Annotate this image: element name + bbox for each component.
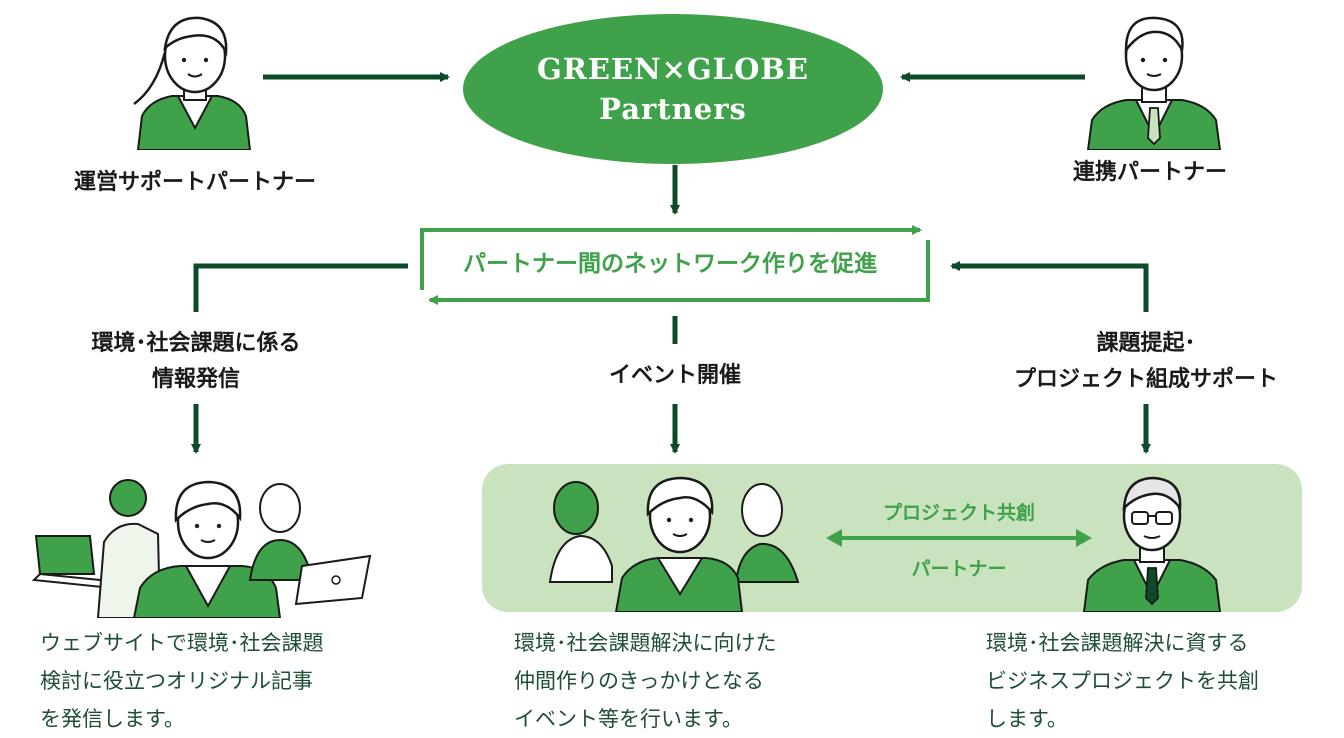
branch-left-line1: 環境･社会課題に係る: [91, 331, 301, 356]
desc-left: ウェブサイトで環境･社会課題 検討に役立つオリジナル記事 を発信します。: [40, 624, 380, 738]
arrow-right-to-network: [950, 261, 1149, 312]
desc-center-line1: 環境･社会課題解決に向けた: [514, 631, 777, 655]
branch-center-label: イベント開催: [608, 363, 741, 388]
desc-right-line3: します。: [986, 707, 1068, 731]
hub-ellipse: GREEN×GLOBE Partners: [463, 14, 883, 164]
hub-title-line2: Partners: [599, 92, 747, 126]
branch-right-label: 課題提起･ プロジェクト組成サポート: [996, 326, 1296, 398]
hub-title-line1: GREEN×GLOBE: [537, 52, 809, 86]
branch-right-line2: プロジェクト組成サポート: [1013, 367, 1278, 392]
network-box-outline: [420, 225, 922, 290]
top-right-label: 連携パートナー: [1072, 160, 1227, 185]
website-team-illustration: [31, 479, 372, 618]
desc-right-line1: 環境･社会課題解決に資する: [986, 631, 1249, 655]
event-group-illustration: [548, 476, 800, 612]
desc-right: 環境･社会課題解決に資する ビジネスプロジェクトを共創 します。: [986, 624, 1326, 738]
desc-right-line2: ビジネスプロジェクトを共創: [986, 669, 1259, 693]
network-box-text: パートナー間のネットワーク作りを促進: [463, 251, 877, 277]
man-partner-illustration: [1086, 16, 1222, 150]
branch-left-label: 環境･社会課題に係る 情報発信: [56, 326, 336, 398]
woman-partner-illustration: [133, 16, 252, 150]
co-creation-partner-label: パートナー: [911, 558, 1007, 580]
branch-left-line2: 情報発信: [151, 367, 240, 392]
desc-center-line3: イベント等を行います。: [514, 707, 743, 731]
desc-left-line3: を発信します。: [40, 707, 185, 731]
desc-center: 環境･社会課題解決に向けた 仲間作りのきっかけとなる イベント等を行います。: [514, 624, 854, 738]
desc-left-line1: ウェブサイトで環境･社会課題: [40, 631, 324, 655]
desc-center-line2: 仲間作りのきっかけとなる: [514, 669, 764, 693]
co-creation-label: プロジェクト共創: [882, 502, 1035, 524]
co-creation-double-arrow: [826, 529, 1092, 547]
top-left-label: 運営サポートパートナー: [73, 170, 316, 195]
desc-left-line2: 検討に役立つオリジナル記事: [40, 669, 313, 693]
branch-right-line1: 課題提起･: [1096, 331, 1196, 356]
senior-businessman-illustration: [1082, 476, 1222, 612]
arrow-network-left: [193, 263, 408, 312]
